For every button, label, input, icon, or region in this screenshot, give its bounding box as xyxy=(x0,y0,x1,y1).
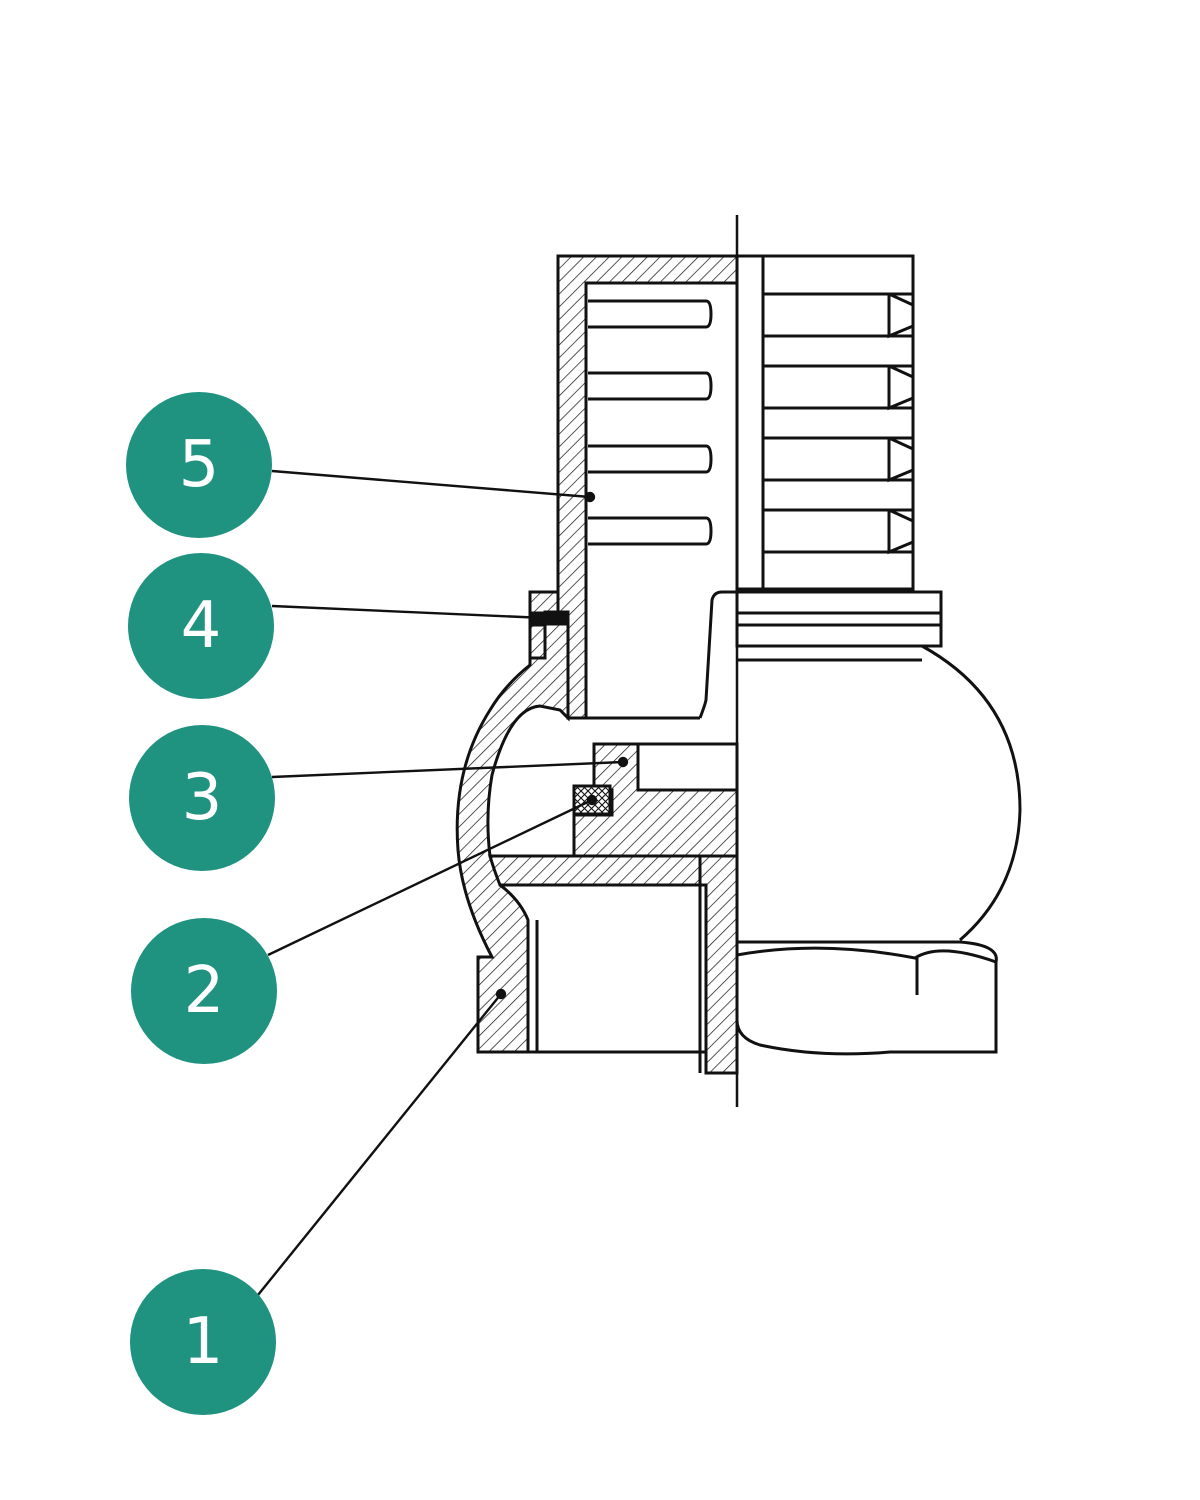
hex-nut xyxy=(735,940,998,1056)
callout-4: 4 xyxy=(128,553,274,699)
hose-barbs-exterior xyxy=(763,292,915,555)
callout-2: 2 xyxy=(131,918,277,1064)
leader-line-2 xyxy=(267,798,593,957)
valve-body-sphere-wall xyxy=(455,622,570,1054)
leader-line-3 xyxy=(271,760,624,779)
disc-stem xyxy=(636,742,739,792)
callout-5: 5 xyxy=(126,392,272,538)
callout-4-label: 4 xyxy=(181,589,222,663)
leader-line-4 xyxy=(271,604,546,620)
callout-2-label: 2 xyxy=(184,954,225,1028)
callout-1-label: 1 xyxy=(183,1305,224,1379)
exterior-view xyxy=(735,254,1022,1056)
callout-5-label: 5 xyxy=(179,428,220,502)
sphere-exterior xyxy=(921,644,1022,942)
hose-barbs-section xyxy=(588,299,713,546)
callout-1: 1 xyxy=(130,1269,276,1415)
leader-line-1 xyxy=(257,993,502,1296)
callout-3-label: 3 xyxy=(182,761,223,835)
callout-3: 3 xyxy=(129,725,275,871)
guide-wall xyxy=(698,854,739,1075)
section-view xyxy=(455,254,739,1075)
leader-line-5 xyxy=(271,469,591,499)
